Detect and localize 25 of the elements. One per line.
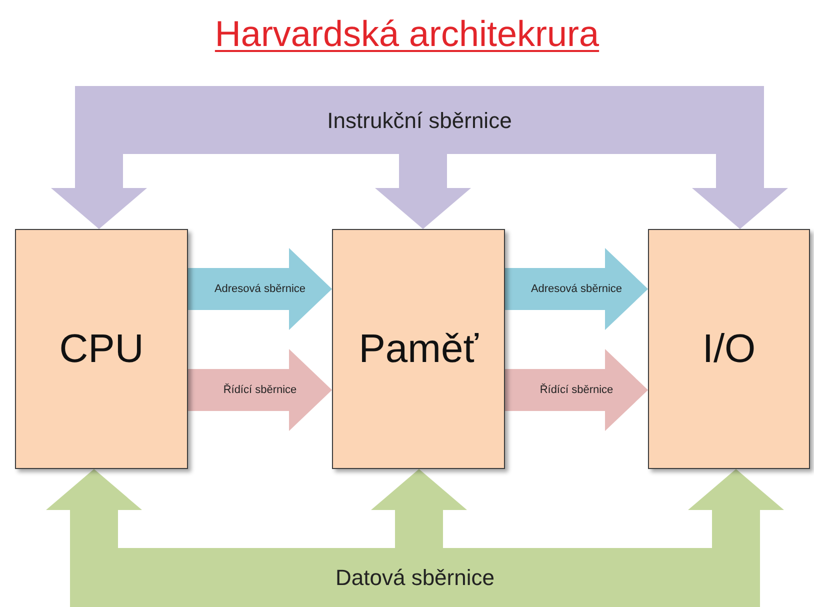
edge-label: Řídící sběrnice bbox=[222, 383, 298, 397]
bus-arrow bbox=[375, 154, 471, 229]
bus-arrow bbox=[188, 248, 332, 330]
bus-arrow bbox=[188, 349, 332, 431]
component-name: I/O bbox=[702, 326, 756, 373]
edge-label: Adresová sběrnice bbox=[530, 282, 624, 296]
bus-name: Instrukční sběrnice bbox=[327, 106, 512, 134]
bus-band bbox=[70, 548, 760, 607]
bus-arrow bbox=[51, 154, 147, 229]
bus-arrow bbox=[505, 248, 648, 330]
component-box bbox=[332, 229, 505, 469]
component-name: CPU bbox=[59, 326, 144, 373]
component-box bbox=[648, 229, 810, 469]
bus-band bbox=[75, 86, 764, 154]
edge-label: Adresová sběrnice bbox=[213, 282, 307, 296]
bus-arrow bbox=[371, 469, 467, 548]
title: Harvardská architekrura bbox=[214, 12, 600, 56]
edge-label: Řídící sběrnice bbox=[538, 383, 614, 397]
bus-arrow bbox=[692, 154, 788, 229]
component-box bbox=[15, 229, 188, 469]
bus-arrow bbox=[505, 349, 648, 431]
bus-arrow bbox=[688, 469, 784, 548]
bus-arrow bbox=[46, 469, 142, 548]
bus-name: Datová sběrnice bbox=[336, 564, 494, 592]
component-name: Paměť bbox=[358, 326, 478, 373]
